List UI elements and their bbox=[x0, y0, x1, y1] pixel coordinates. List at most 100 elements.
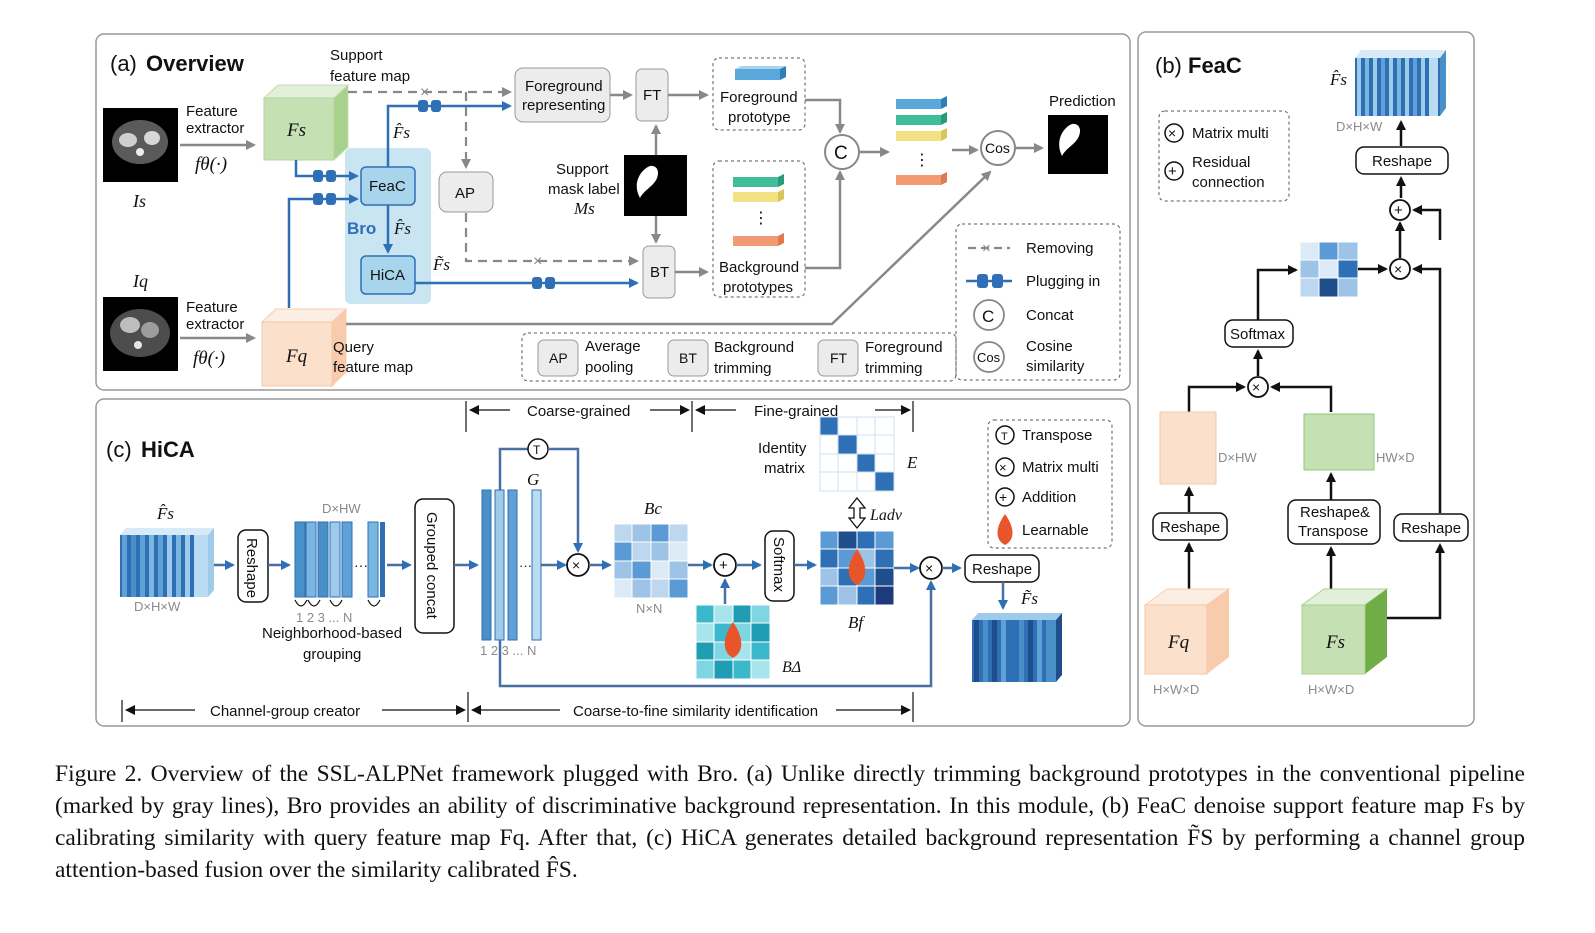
caption-text: Overview of the SSL-ALPNet framework plu… bbox=[55, 761, 1525, 883]
svg-text:···: ··· bbox=[519, 558, 532, 573]
panel-c-frame bbox=[95, 398, 1131, 727]
legend-a-right bbox=[955, 223, 1121, 381]
ladv-double-arrow bbox=[847, 496, 867, 530]
legend-c-transpose-glyph: T bbox=[1001, 431, 1008, 443]
bdelta-label: BΔ bbox=[782, 659, 801, 676]
arrow-bgproto-concat bbox=[805, 170, 845, 270]
legend-c-transpose: Transpose bbox=[1022, 427, 1092, 444]
legend-b-matrix: Matrix multi bbox=[1192, 125, 1269, 142]
legend-c-learnable-icon bbox=[997, 514, 1013, 545]
line-g-transpose bbox=[498, 447, 528, 490]
feac-out-label: F̂s bbox=[1329, 70, 1347, 89]
feac-mul2-node bbox=[1247, 376, 1269, 398]
support-feature-map-l1: Support bbox=[330, 47, 383, 64]
fg-repr-l1: Foreground bbox=[525, 78, 603, 95]
panel-b-frame bbox=[1137, 31, 1475, 727]
feac-mul2-glyph: × bbox=[1252, 379, 1260, 395]
arrow-fgproto-concat bbox=[805, 98, 845, 134]
legend-cosine-l2: similarity bbox=[1026, 358, 1085, 375]
feac-fq-cube bbox=[1143, 588, 1231, 675]
f-theta-bot: fθ(·) bbox=[193, 348, 225, 369]
panel-b-title: FeaC bbox=[1188, 53, 1242, 78]
hica-reshape-vertical-label: Reshape bbox=[243, 538, 260, 598]
fg-repr-l2: representing bbox=[522, 97, 605, 114]
legend-bt-icon bbox=[667, 339, 709, 377]
legend-plug-icon bbox=[966, 274, 1012, 288]
grouping-l1: Neighborhood-based bbox=[262, 625, 402, 642]
legend-removing: Removing bbox=[1026, 240, 1094, 257]
support-mask-image bbox=[624, 155, 687, 216]
hica-in-label: F̂s bbox=[156, 504, 174, 523]
hica-mul2-glyph: × bbox=[925, 560, 933, 576]
feac-reshape-top bbox=[1355, 146, 1449, 175]
feac-attention-matrix bbox=[1299, 241, 1359, 298]
support-feature-map-l2: feature map bbox=[330, 68, 410, 85]
feac-reshape-transpose-l2: Transpose bbox=[1298, 523, 1368, 540]
panel-c-title: HiCA bbox=[141, 437, 195, 462]
bf-matrix bbox=[819, 530, 895, 606]
legend-c-transpose-icon bbox=[995, 425, 1015, 445]
arrow-reshape-r-mul bbox=[1412, 264, 1442, 513]
ft-block-label: FT bbox=[643, 87, 661, 104]
svg-text:⋮: ⋮ bbox=[914, 152, 930, 169]
legend-b-residual-l1: Residual bbox=[1192, 154, 1250, 171]
coarse-label: Coarse-grained bbox=[527, 403, 630, 420]
feac-fs-cube bbox=[1300, 588, 1389, 675]
hica-block bbox=[360, 255, 416, 295]
hica-softmax-label: Softmax bbox=[770, 537, 787, 593]
legend-b bbox=[1158, 110, 1290, 202]
hica-reshape-out-label: Reshape bbox=[972, 561, 1032, 578]
ap-block bbox=[438, 171, 494, 213]
e-label: E bbox=[906, 453, 918, 472]
hica-block-label: HiCA bbox=[370, 267, 405, 284]
bdelta-matrix bbox=[695, 604, 771, 680]
fs-tilde-label: F̃s bbox=[432, 255, 450, 274]
feature-extractor-top-l2: extractor bbox=[186, 120, 244, 137]
feature-extractor-bot-l1: Feature bbox=[186, 299, 238, 316]
fg-proto-l2: prototype bbox=[728, 109, 791, 126]
legend-cos-icon bbox=[973, 341, 1005, 373]
prediction-image bbox=[1048, 115, 1108, 174]
line-feac-to-fgrep bbox=[386, 101, 512, 167]
fs-cube bbox=[262, 83, 350, 162]
legend-c-learnable: Learnable bbox=[1022, 522, 1089, 539]
fs-hat-bro: F̂s bbox=[393, 219, 411, 238]
caption-label: Figure 2. bbox=[55, 761, 143, 787]
hica-output-stack bbox=[972, 613, 1062, 682]
feac-reshape-transpose-l1: Reshape& bbox=[1300, 504, 1370, 521]
legend-b-residual-glyph: + bbox=[1168, 163, 1177, 180]
legend-ap-icon bbox=[537, 339, 579, 377]
feac-dhw-top: D×H×W bbox=[1336, 119, 1383, 134]
legend-c-addition-glyph: + bbox=[999, 489, 1007, 505]
hica-dhw: D×H×W bbox=[134, 599, 181, 614]
identity-l2: matrix bbox=[764, 460, 805, 477]
legend-cos-icon-label: Cos bbox=[977, 350, 1001, 365]
fg-proto-box bbox=[712, 57, 806, 131]
feature-extractor-bot-l2: extractor bbox=[186, 316, 244, 333]
feac-hwd-s: H×W×D bbox=[1308, 682, 1354, 697]
legend-b-matrix-glyph: × bbox=[1168, 125, 1176, 141]
arrow-g-skip-mul bbox=[498, 580, 936, 688]
plug-icon-fs bbox=[313, 170, 336, 182]
transpose-node-glyph: T bbox=[533, 443, 541, 457]
feature-extractor-top-l1: Feature bbox=[186, 103, 238, 120]
legend-c-matrix-glyph: × bbox=[999, 460, 1007, 475]
svg-text:⋮: ⋮ bbox=[753, 210, 769, 227]
plug-icon-fq bbox=[313, 193, 336, 205]
ms-label: Ms bbox=[573, 199, 595, 218]
legend-c-matrix: Matrix multi bbox=[1022, 459, 1099, 476]
grouping-l2: grouping bbox=[303, 646, 361, 663]
legend-b-residual-l2: connection bbox=[1192, 174, 1265, 191]
feac-q-matrix bbox=[1159, 411, 1217, 485]
feac-hwxd: HW×D bbox=[1376, 450, 1415, 465]
legend-ft-l1: Foreground bbox=[865, 339, 943, 356]
legend-b-residual-icon bbox=[1164, 161, 1184, 181]
support-image bbox=[103, 108, 178, 182]
channel-group-creator-label: Channel-group creator bbox=[210, 703, 360, 720]
feac-reshape-r bbox=[1393, 513, 1469, 542]
svg-text:···: ··· bbox=[354, 557, 368, 573]
bro-label: Bro bbox=[347, 219, 376, 238]
fs-cube-label: Fs bbox=[286, 120, 306, 141]
arrow-q-mul2 bbox=[1187, 382, 1246, 412]
